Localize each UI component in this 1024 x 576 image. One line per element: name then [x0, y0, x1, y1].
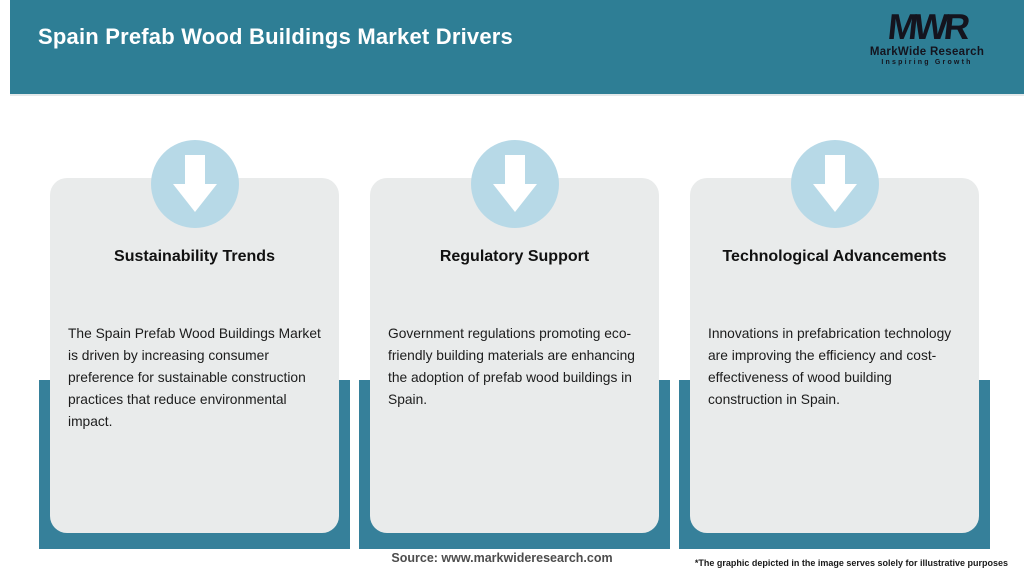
card-surface: Regulatory Support Government regulation…	[370, 178, 659, 533]
card-title: Regulatory Support	[439, 248, 590, 265]
disclaimer-text: *The graphic depicted in the image serve…	[694, 558, 1008, 568]
page-title: Spain Prefab Wood Buildings Market Drive…	[38, 24, 513, 49]
driver-card-technological: Technological Advancements Innovations i…	[679, 140, 990, 549]
card-body-text: The Spain Prefab Wood Buildings Market i…	[68, 326, 321, 429]
driver-card-regulatory: Regulatory Support Government regulation…	[359, 140, 670, 549]
down-arrow-icon	[150, 140, 239, 228]
driver-card-sustainability: Sustainability Trends The Spain Prefab W…	[39, 140, 350, 549]
logo-monogram: MWR	[885, 6, 969, 47]
card-body-text: Government regulations promoting eco-fri…	[388, 326, 635, 407]
source-text: Source: www.markwideresearch.com	[391, 551, 613, 565]
down-arrow-icon	[470, 140, 559, 228]
driver-cards-row: Sustainability Trends The Spain Prefab W…	[39, 140, 990, 549]
markwide-research-logo: MWR MarkWide Research Inspiring Growth	[852, 6, 1002, 68]
card-surface: Technological Advancements Innovations i…	[690, 178, 979, 533]
logo-name: MarkWide Research	[869, 46, 985, 58]
header-bar: Spain Prefab Wood Buildings Market Drive…	[10, 0, 1024, 96]
card-surface: Sustainability Trends The Spain Prefab W…	[50, 178, 339, 533]
card-body-text: Innovations in prefabrication technology…	[708, 326, 952, 407]
down-arrow-icon	[790, 140, 879, 228]
card-title: Sustainability Trends	[114, 248, 275, 265]
card-title: Technological Advancements	[722, 248, 947, 265]
logo-tagline: Inspiring Growth	[881, 59, 973, 66]
